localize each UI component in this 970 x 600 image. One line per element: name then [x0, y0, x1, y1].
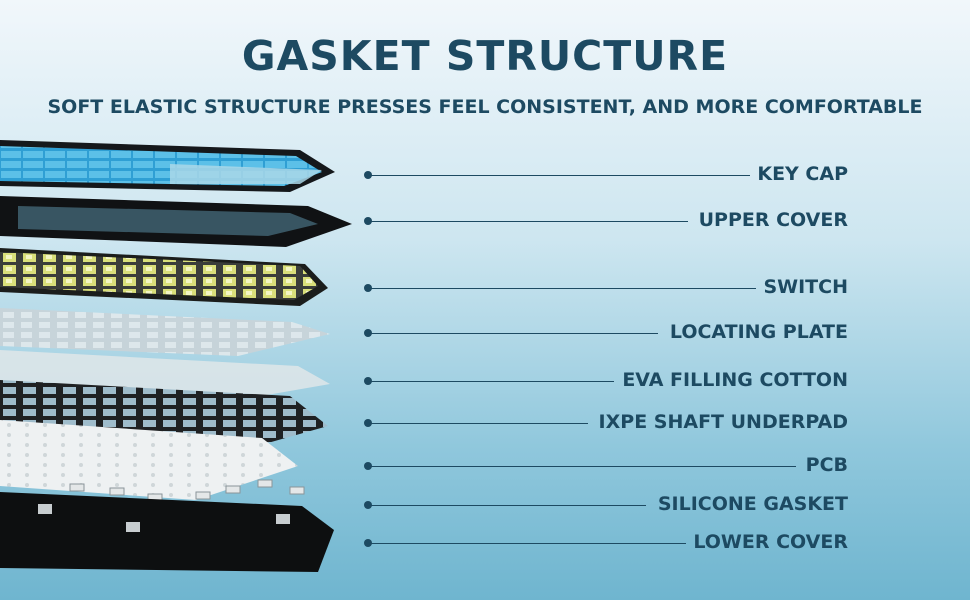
- silicone-gasket-layer: [69, 479, 305, 502]
- upper-cover-layer: [0, 196, 352, 247]
- callout-dot: [364, 284, 372, 292]
- keycap-layer: [0, 140, 335, 192]
- callout-label: LOWER COVER: [693, 531, 848, 553]
- callout-eva-filling-cotton: EVA FILLING COTTON: [0, 366, 970, 396]
- pcb-layer: [0, 420, 298, 500]
- callout-line: [370, 288, 756, 289]
- page-title: GASKET STRUCTURE: [241, 32, 729, 80]
- switch-layer: [0, 248, 328, 306]
- callout-line: [370, 543, 686, 544]
- callout-dot: [364, 171, 372, 179]
- callout-silicone-gasket: SILICONE GASKET: [0, 490, 970, 520]
- callout-label: SILICONE GASKET: [657, 493, 848, 515]
- callout-line: [370, 423, 588, 424]
- callout-line: [370, 466, 796, 467]
- callout-label: KEY CAP: [757, 163, 848, 185]
- callout-dot: [364, 329, 372, 337]
- callout-lower-cover: LOWER COVER: [0, 528, 970, 558]
- callout-dot: [364, 217, 372, 225]
- callout-upper-cover: UPPER COVER: [0, 206, 970, 236]
- locating-plate-layer: [0, 308, 330, 356]
- callout-key-cap: KEY CAP: [0, 160, 970, 190]
- callout-dot: [364, 377, 372, 385]
- callout-label: UPPER COVER: [698, 209, 848, 231]
- callout-line: [370, 381, 614, 382]
- page-subtitle: SOFT ELASTIC STRUCTURE PRESSES FEEL CONS…: [47, 96, 923, 118]
- callout-line: [370, 175, 750, 176]
- callout-ixpe-shaft-underpad: IXPE SHAFT UNDERPAD: [0, 408, 970, 438]
- callout-pcb: PCB: [0, 451, 970, 481]
- callout-label: IXPE SHAFT UNDERPAD: [598, 411, 848, 433]
- callout-label: LOCATING PLATE: [669, 321, 848, 343]
- callout-dot: [364, 462, 372, 470]
- callout-label: PCB: [805, 454, 848, 476]
- callout-dot: [364, 501, 372, 509]
- callout-dot: [364, 419, 372, 427]
- callout-label: EVA FILLING COTTON: [622, 369, 848, 391]
- callout-dot: [364, 539, 372, 547]
- callout-line: [370, 505, 646, 506]
- callout-label: SWITCH: [763, 276, 848, 298]
- callout-switch: SWITCH: [0, 273, 970, 303]
- lower-cover-layer: [0, 492, 334, 572]
- callout-line: [370, 333, 658, 334]
- callout-locating-plate: LOCATING PLATE: [0, 318, 970, 348]
- callout-line: [370, 221, 688, 222]
